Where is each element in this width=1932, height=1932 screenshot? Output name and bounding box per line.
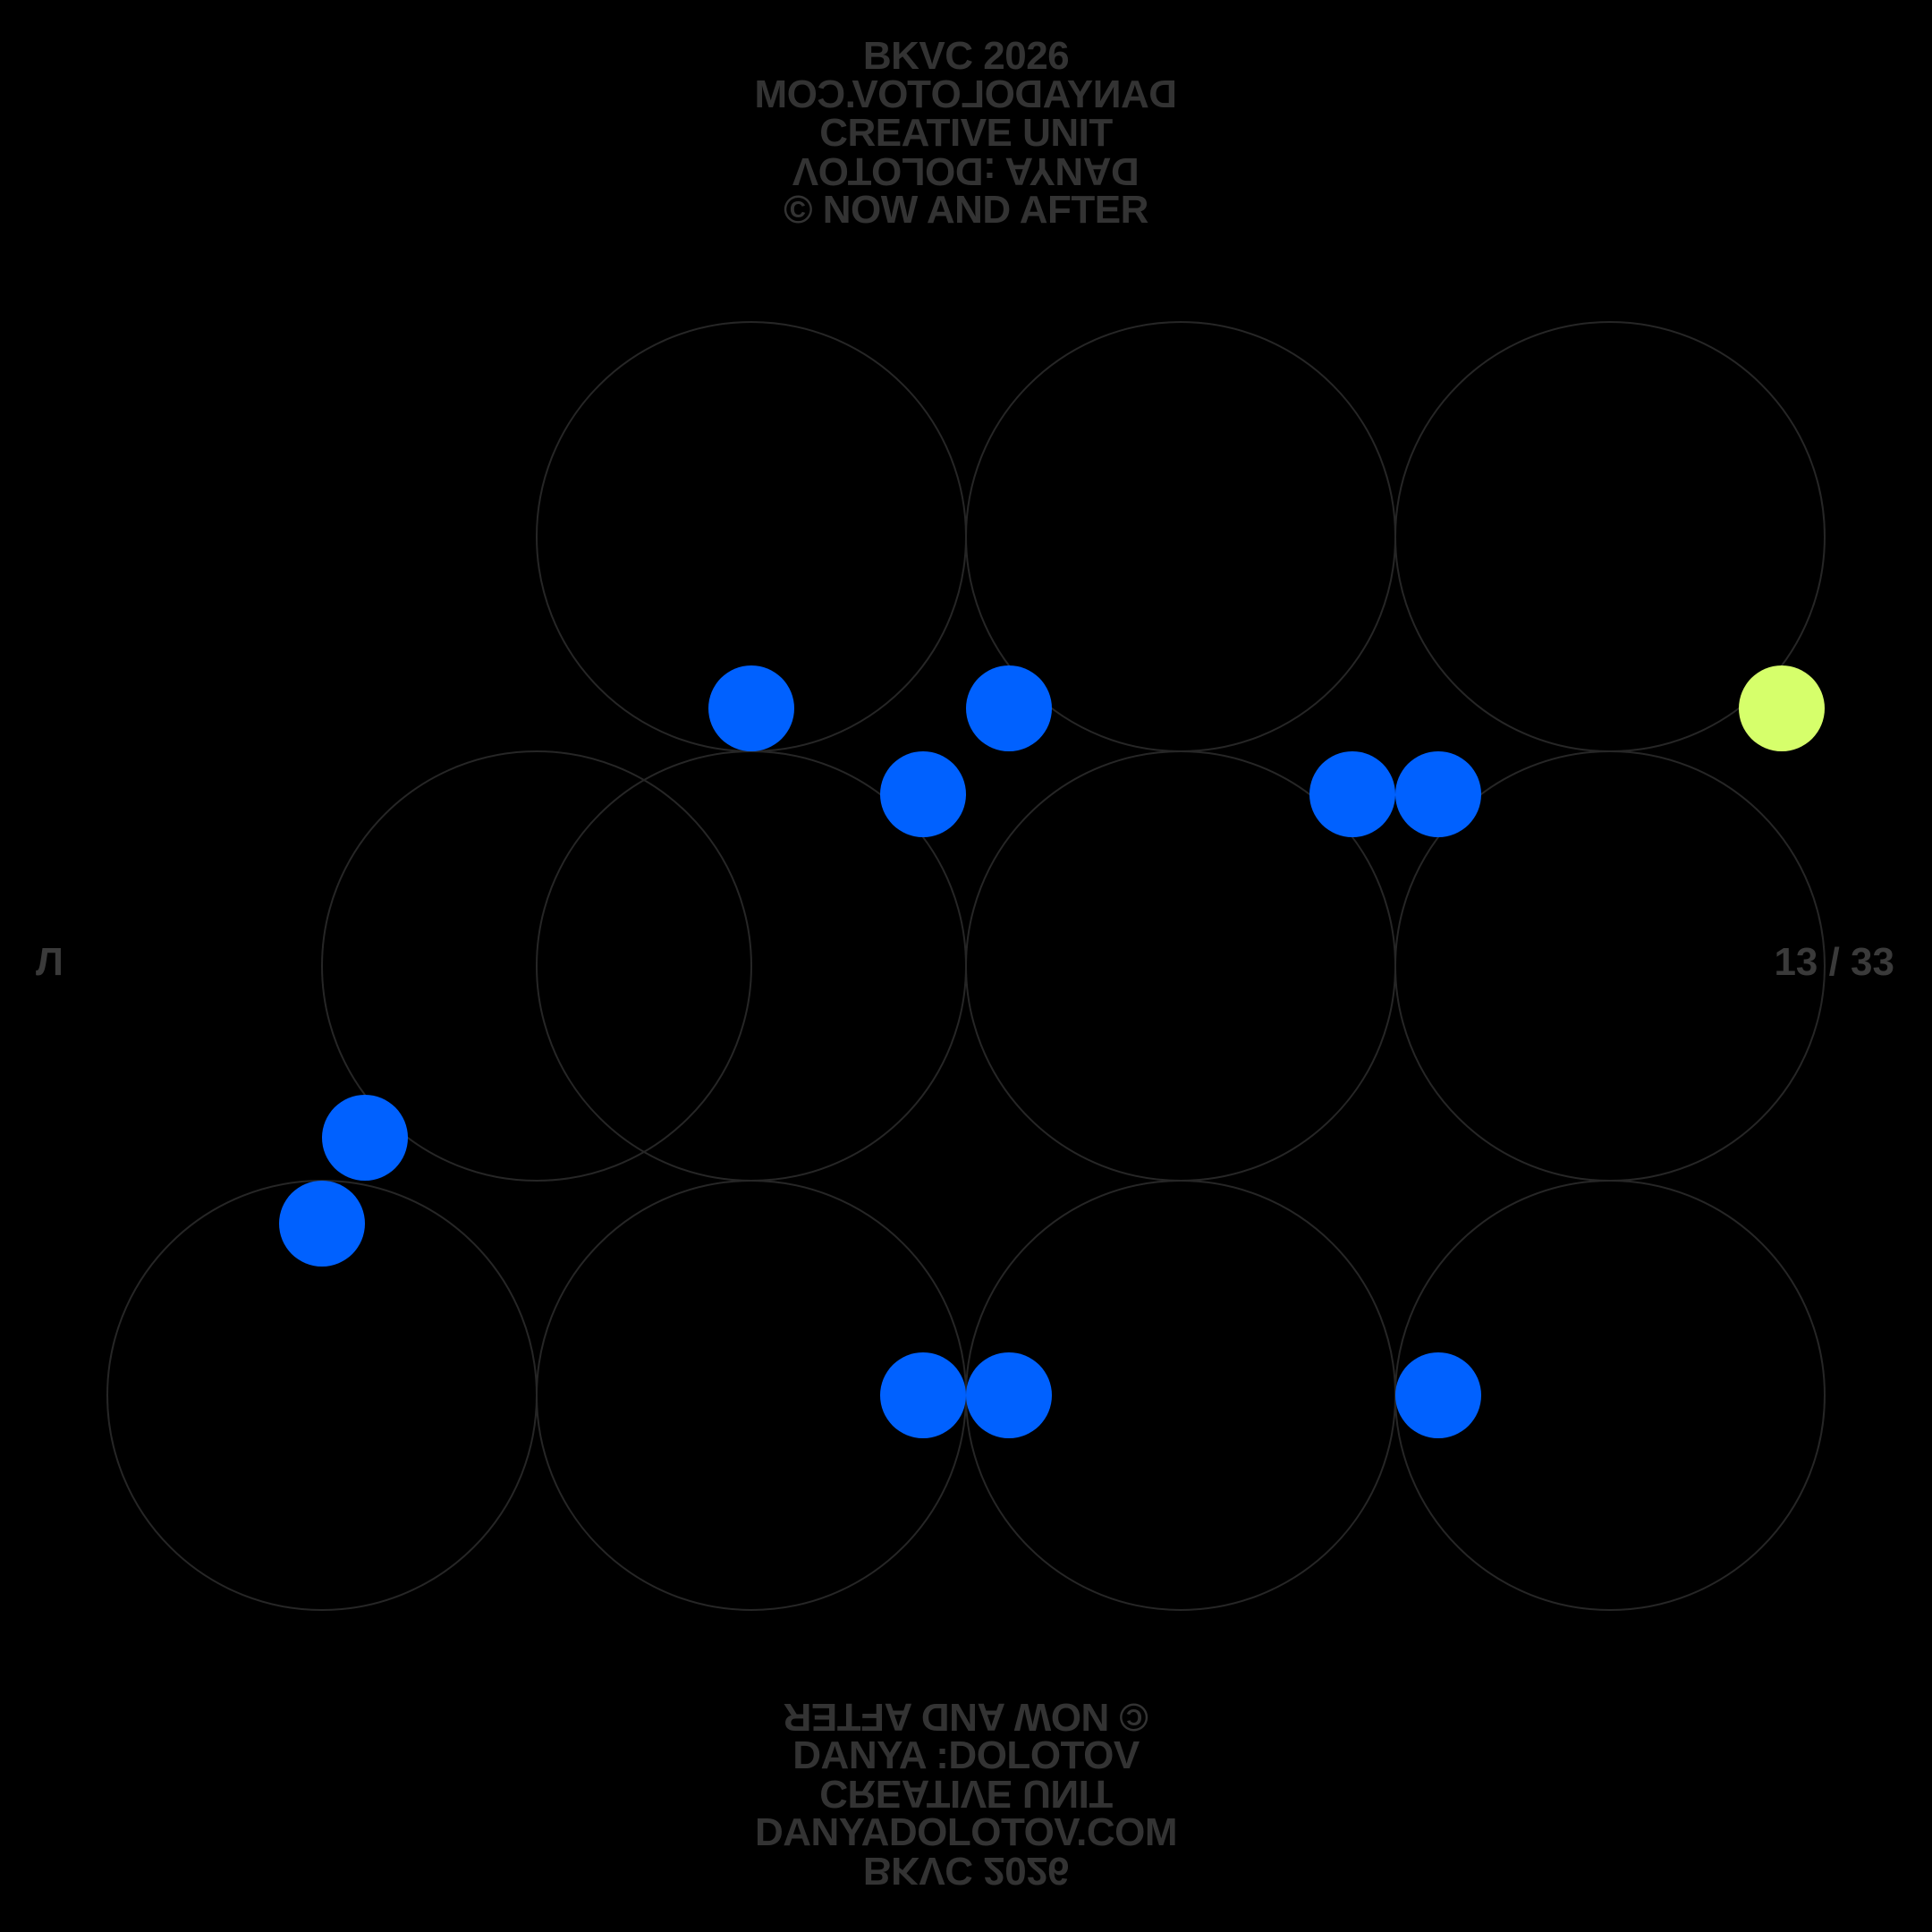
header-line-copyright: © NOW AND AFTER	[784, 188, 1148, 232]
footer-line-website: DANYADOLOTOV.COM	[754, 1810, 1178, 1854]
left-glyph: Л	[36, 940, 64, 984]
footer-text-stack: © NOW AND AFTER DANYA :DOLOTOV CREATIVE …	[0, 1695, 1932, 1893]
blue-dot	[1309, 751, 1395, 837]
blue-dot	[966, 665, 1052, 751]
ring-layer	[106, 321, 1826, 1611]
header-line-unit: CREATIVE UNIT	[819, 111, 1113, 155]
header-text-stack: BKVC 2026 DANYADOLOTOV.COM CREATIVE UNIT…	[0, 34, 1932, 232]
blue-dot	[322, 1095, 408, 1181]
footer-line-copyright-inverted: © NOW AND AFTER	[784, 1695, 1148, 1739]
footer-line-event-flipped: BKVC 2026	[862, 1849, 1070, 1893]
outline-ring	[321, 750, 752, 1182]
blue-dot	[708, 665, 794, 751]
header-line-website-mirrored: DANYADOLOTOV.COM	[755, 72, 1178, 116]
blue-dot	[966, 1352, 1052, 1438]
blue-dot	[880, 751, 966, 837]
blue-dot	[1395, 1352, 1481, 1438]
accent-dot	[1739, 665, 1825, 751]
blue-dot	[880, 1352, 966, 1438]
dot-layer	[279, 665, 1825, 1438]
header-line-author-inverted: DANYA :DOLOTOV	[792, 149, 1140, 193]
page-counter: 13 / 33	[1774, 940, 1894, 984]
header-line-event: BKVC 2026	[862, 34, 1070, 78]
footer-line-unit-flipped: CREATIVE UNIT	[819, 1772, 1113, 1816]
footer-line-author: DANYA :DOLOTOV	[792, 1733, 1140, 1777]
blue-dot	[1395, 751, 1481, 837]
blue-dot	[279, 1181, 365, 1267]
